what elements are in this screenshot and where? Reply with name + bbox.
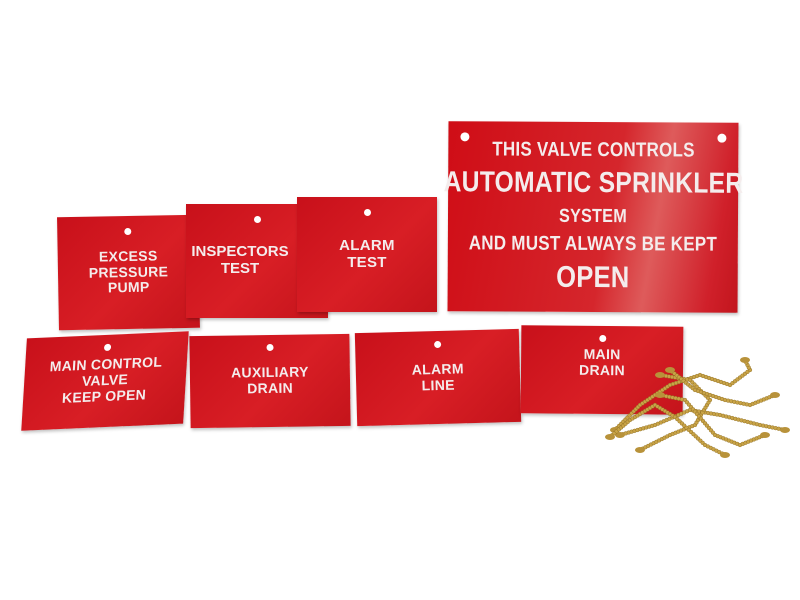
chain-connector — [605, 434, 615, 440]
tag-hole — [124, 227, 132, 236]
tag-line: PUMP — [107, 278, 150, 296]
chain-connector — [665, 367, 675, 373]
tag-line: ALARM — [339, 236, 395, 254]
tag-main-control-valve: MAIN CONTROL VALVE KEEP OPEN — [21, 331, 189, 431]
tag-alarm-line: ALARM LINE — [354, 328, 522, 427]
chain-connector — [615, 432, 625, 438]
tag-excess-pressure-pump: EXCESS PRESSURE PUMP — [57, 214, 200, 331]
tag-line: INSPECTORS — [191, 243, 289, 261]
tag-alarm-test: ALARM TEST — [297, 197, 437, 312]
sign-line: AND MUST ALWAYS BE KEPT — [468, 232, 718, 256]
tag-hole — [363, 209, 371, 216]
sign-line: SYSTEM — [558, 205, 628, 227]
chain-connector — [740, 357, 750, 363]
tag-line: KEEP OPEN — [61, 386, 147, 406]
tag-hole — [265, 343, 274, 352]
mounting-hole — [460, 132, 470, 142]
mounting-hole — [717, 133, 727, 143]
sign-line: AUTOMATIC SPRINKLER — [443, 166, 744, 201]
chain-connector — [720, 452, 730, 458]
tag-line: LINE — [421, 376, 455, 393]
tag-auxiliary-drain: AUXILIARY DRAIN — [189, 333, 351, 429]
tag-line: TEST — [347, 253, 387, 271]
tag-line: ALARM — [411, 360, 464, 378]
tag-line: TEST — [220, 260, 260, 277]
chain-connector — [635, 447, 645, 453]
sign-line: THIS VALVE CONTROLS — [492, 138, 695, 162]
tag-hole — [433, 340, 441, 349]
sign-line: OPEN — [555, 261, 630, 295]
tag-line: DRAIN — [247, 379, 294, 397]
tag-hole — [253, 216, 261, 223]
brass-bead-chains — [605, 357, 790, 458]
tag-hole — [598, 334, 606, 343]
sprinkler-valve-sign: THIS VALVE CONTROLS AUTOMATIC SPRINKLER … — [443, 121, 743, 313]
chain-connector — [760, 432, 770, 438]
tag-hole — [103, 343, 111, 352]
chain-connector — [655, 392, 665, 398]
chain-connector — [770, 392, 780, 398]
chain-connector — [655, 372, 665, 378]
chain-connector — [780, 427, 790, 433]
